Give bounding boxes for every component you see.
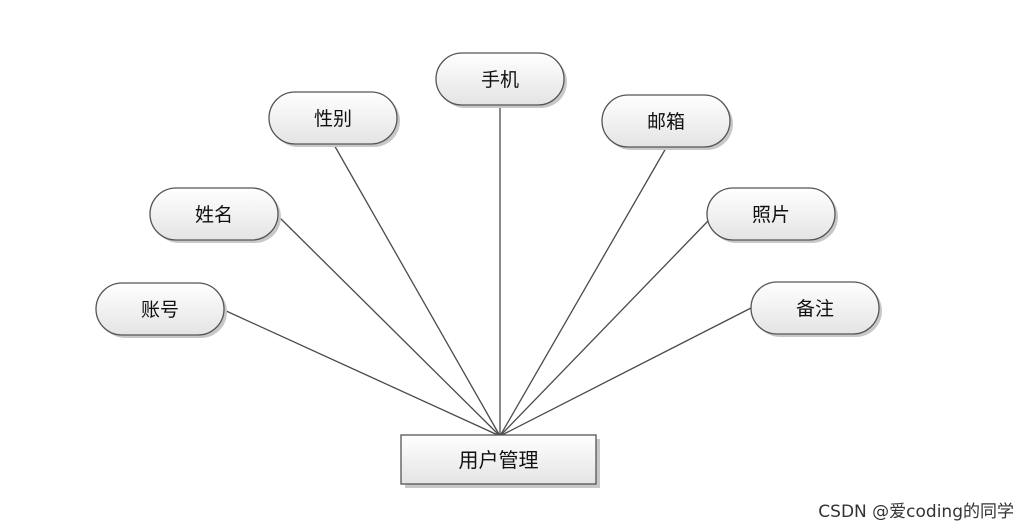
attribute-label: 照片 (752, 204, 790, 226)
connector-youxiang (499, 147, 667, 437)
attribute-label: 姓名 (195, 204, 233, 226)
attribute-label: 备注 (796, 298, 834, 320)
connector-xingming (277, 215, 501, 437)
attribute-xingming: 姓名 (149, 187, 281, 243)
attribute-zhaopian: 照片 (706, 187, 838, 243)
attribute-shouji: 手机 (435, 52, 567, 108)
attribute-shape (750, 281, 880, 335)
entity-shape (400, 434, 597, 485)
attribute-shape (149, 187, 279, 241)
connector-beizhu (499, 307, 752, 437)
connector-xingbie (332, 142, 501, 437)
attribute-shape (95, 282, 225, 336)
attribute-shape (435, 52, 565, 106)
attribute-zhanghao: 账号 (95, 282, 227, 338)
connector-zhanghao (223, 309, 501, 437)
attribute-label: 邮箱 (647, 111, 685, 133)
attribute-label: 性别 (314, 108, 352, 130)
attribute-label: 手机 (481, 69, 519, 91)
attribute-beizhu: 备注 (750, 281, 882, 337)
attribute-shape (601, 94, 731, 148)
attribute-label: 账号 (141, 299, 179, 321)
attribute-youxiang: 邮箱 (601, 94, 733, 150)
attribute-xingbie: 性别 (268, 91, 400, 147)
connector-lines (223, 105, 752, 437)
entity-user-management: 用户管理 (400, 434, 600, 488)
entity-label: 用户管理 (459, 448, 539, 472)
watermark: CSDN @爱coding的同学 (818, 502, 1014, 522)
connector-zhaopian (499, 220, 709, 437)
attribute-shape (268, 91, 398, 145)
attribute-shape (706, 187, 836, 241)
